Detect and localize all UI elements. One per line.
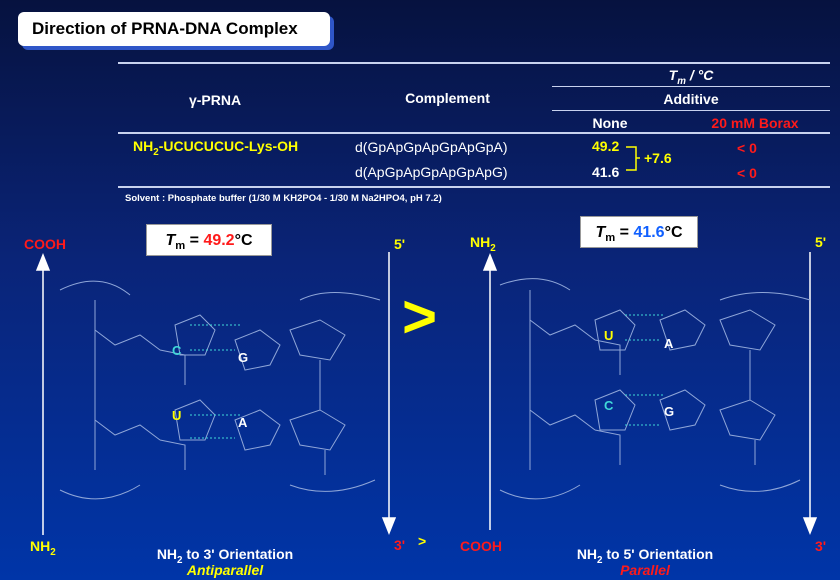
prna-sequence: NH2-UCUCUCUC-Lys-OH bbox=[133, 138, 299, 158]
complement-1: d(GpApGpApGpApGpA) bbox=[355, 139, 508, 155]
left-dna-5prime: 5' bbox=[394, 236, 406, 252]
table-top-rule bbox=[118, 62, 830, 64]
base-u-left: U bbox=[172, 408, 182, 423]
header-tm: Tm / °C bbox=[668, 67, 714, 87]
header-complement: Complement bbox=[405, 90, 490, 106]
left-dna-3prime: 3' bbox=[394, 537, 406, 553]
header-rule bbox=[118, 132, 830, 134]
slide-title: Direction of PRNA-DNA Complex bbox=[18, 12, 330, 46]
base-g-right: G bbox=[664, 404, 675, 419]
difference-bracket bbox=[626, 146, 640, 171]
left-top-terminus: COOH bbox=[24, 236, 66, 252]
divider bbox=[552, 110, 830, 111]
tm-box-right: Tm = 41.6°C bbox=[580, 216, 698, 248]
complement-2: d(ApGpApGpApGpApG) bbox=[355, 164, 508, 180]
left-mode: Antiparallel bbox=[186, 562, 264, 578]
table-bottom-rule bbox=[118, 186, 830, 188]
base-g-left: G bbox=[238, 350, 249, 365]
right-dna-5prime: 5' bbox=[815, 234, 827, 250]
tm-none-1: 49.2 bbox=[592, 138, 620, 154]
right-structure bbox=[499, 278, 811, 500]
tm-borax-1: < 0 bbox=[737, 140, 757, 156]
tm-none-2: 41.6 bbox=[592, 164, 620, 180]
header-borax: 20 mM Borax bbox=[711, 115, 799, 131]
left-bottom-terminus: NH2 bbox=[30, 538, 56, 558]
base-u-right: U bbox=[604, 328, 614, 343]
right-top-terminus: NH2 bbox=[470, 234, 496, 254]
tm-box-left: Tm = 49.2°C bbox=[146, 224, 272, 256]
right-caption: NH2 to 5' Orientation bbox=[576, 546, 714, 566]
tm-difference: +7.6 bbox=[644, 150, 672, 166]
compare-greater: > bbox=[402, 283, 438, 350]
right-bottom-terminus: COOH bbox=[460, 538, 502, 554]
left-caption: NH2 to 3' Orientation bbox=[156, 546, 294, 566]
header-additive: Additive bbox=[663, 91, 719, 107]
base-a-right: A bbox=[664, 336, 674, 351]
divider bbox=[552, 86, 830, 87]
base-c-left: C bbox=[172, 343, 182, 358]
compare-small: > bbox=[418, 533, 427, 549]
left-structure bbox=[59, 280, 381, 500]
solvent-note: Solvent : Phosphate buffer (1/30 M KH2PO… bbox=[125, 193, 442, 204]
header-prna: γ-PRNA bbox=[188, 92, 242, 108]
header-none: None bbox=[592, 115, 628, 131]
right-dna-3prime: 3' bbox=[815, 538, 827, 554]
base-a-left: A bbox=[238, 415, 248, 430]
base-c-right: C bbox=[604, 398, 614, 413]
right-mode: Parallel bbox=[620, 562, 670, 578]
tm-borax-2: < 0 bbox=[737, 165, 757, 181]
